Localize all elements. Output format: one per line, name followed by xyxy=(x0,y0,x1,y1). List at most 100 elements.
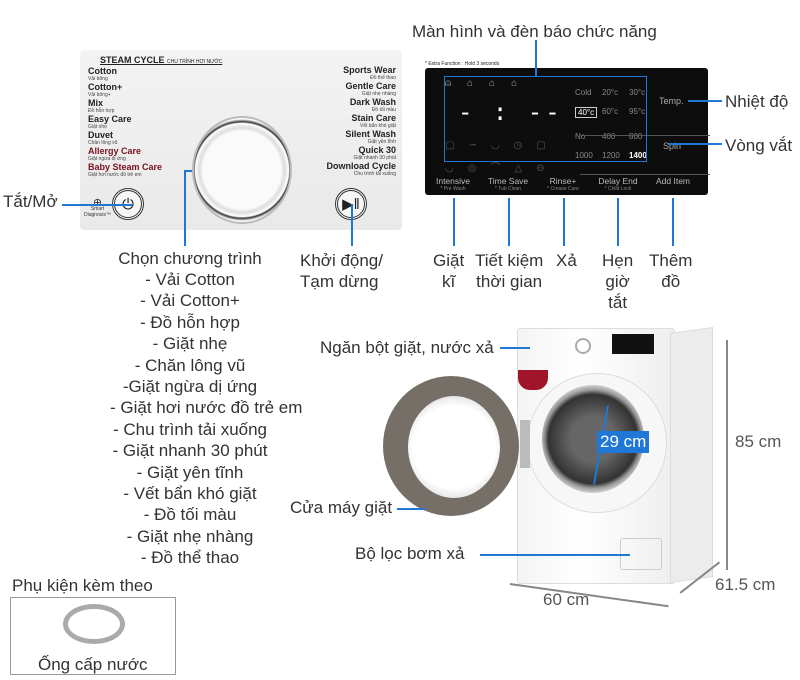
power-callout: Tắt/Mở xyxy=(3,192,58,211)
program-name: Dark Wash xyxy=(349,97,396,107)
program-name-vn: Giặt nhanh 30 phút xyxy=(353,155,396,161)
program-name: Silent Wash xyxy=(345,129,396,139)
smart-diagnosis-icon: ⊕ xyxy=(92,197,103,209)
program-list-item: - Vết bẩn khó giặt xyxy=(123,484,257,504)
program-list-item: - Đồ thể thao xyxy=(140,548,240,568)
spin-option: 400 xyxy=(602,132,616,141)
display-highlight xyxy=(444,76,647,162)
program-label-left[interactable]: Cotton+Vải bông+ xyxy=(88,82,123,99)
program-list-item: - Chăn lông vũ xyxy=(134,355,246,375)
steam-cycle-label: STEAM CYCLE xyxy=(100,55,165,65)
program-list-item: - Vải Cotton+ xyxy=(140,291,240,311)
program-name-vn: Giặt nhẹ nhàng xyxy=(361,91,396,97)
temp-option: 40°c xyxy=(575,107,598,118)
time-display: - : -- xyxy=(458,98,563,126)
spin-option: No xyxy=(575,132,586,141)
program-name-vn: Đồ thể thao xyxy=(370,75,396,81)
lock-icons: ◡◎⌒△⊖ xyxy=(445,163,559,174)
spin-option: 1000 xyxy=(575,151,593,160)
program-name: Quick 30 xyxy=(358,145,396,155)
temp-option: 20°c xyxy=(602,88,619,97)
spin-option: 1200 xyxy=(602,151,620,160)
program-title: Chọn chương trình xyxy=(118,249,262,268)
display-button[interactable]: Time Save* Tub Clean xyxy=(485,176,531,192)
program-list-item: - Giặt nhanh 30 phút xyxy=(112,441,268,461)
delay-callout: Hẹn giờ tắt xyxy=(602,251,634,312)
temp-option: 30°c xyxy=(629,88,646,97)
smart-diagnosis: ⊕Smart Diagnosis™ xyxy=(84,197,111,219)
door-callout: Cửa máy giặt xyxy=(290,498,393,517)
intensive-callout: Giặt kĩ xyxy=(433,251,465,291)
program-dial[interactable] xyxy=(192,116,292,224)
display-button[interactable]: Intensive* Pre Wash xyxy=(430,176,476,192)
program-name: Download Cycle xyxy=(326,161,396,171)
spin-option: 800 xyxy=(629,132,643,141)
button-label: Rinse+ xyxy=(549,176,577,186)
program-name: Easy Care xyxy=(88,114,132,124)
button-sublabel: * Child Lock xyxy=(604,186,632,192)
program-list-item: - Giặt yên tĩnh xyxy=(136,462,244,482)
timesave-callout: Tiết kiệm thời gian xyxy=(475,251,544,291)
program-name-vn: Chu trình tải xuống xyxy=(353,171,396,177)
program-list-item: - Giặt nhẹ xyxy=(152,334,228,354)
temp-callout: Nhiệt độ xyxy=(725,92,789,111)
play-pause-icon: ▶‖ xyxy=(342,195,360,213)
program-name: Stain Care xyxy=(351,113,396,123)
display-button[interactable]: Add Item xyxy=(650,176,696,186)
program-list-item: -Giặt ngừa dị ứng xyxy=(122,377,258,397)
height-dimension-line xyxy=(726,340,728,570)
drum-diameter-label: 29 cm xyxy=(597,431,650,453)
display-callout: Màn hình và đèn báo chức năng xyxy=(412,22,657,41)
spin-callout: Vòng vắt xyxy=(725,136,793,155)
button-label: Add Item xyxy=(655,176,691,186)
display-button[interactable]: Rinse+* Crease Care xyxy=(540,176,586,192)
program-name: Sports Wear xyxy=(343,65,396,75)
rinse-callout: Xả xyxy=(556,251,577,270)
program-name: Mix xyxy=(88,98,104,108)
program-name-vn: Vải bông xyxy=(88,76,108,82)
extra-function-note: * Extra Function : Hold 3 seconds xyxy=(425,61,500,67)
accessory-title: Phụ kiện kèm theo xyxy=(12,576,153,595)
program-name-vn: Vết bẩn khó giặt xyxy=(359,123,396,129)
program-list-item: - Đồ tối màu xyxy=(143,505,237,525)
program-list-item: - Giặt hơi nước đồ trẻ em xyxy=(110,398,303,418)
temp-button[interactable]: Temp. xyxy=(659,96,684,106)
display-button[interactable]: Delay End* Child Lock xyxy=(595,176,641,192)
program-name: Gentle Care xyxy=(345,81,396,91)
height-label: 85 cm xyxy=(735,432,782,451)
additem-callout: Thêm đồ xyxy=(649,251,693,291)
filter-callout: Bộ lọc bơm xả xyxy=(355,544,465,563)
program-name: Allergy Care xyxy=(88,146,142,156)
depth-label: 61.5 cm xyxy=(715,575,776,594)
program-list-item: - Vải Cotton xyxy=(145,270,235,289)
spin-option: 1400 xyxy=(629,151,647,160)
program-list-item: - Chu trình tải xuống xyxy=(112,419,268,439)
option-icons: ▢∽◡◷▢ xyxy=(445,140,560,151)
button-sublabel: * Tub Clean xyxy=(494,186,522,192)
program-name-vn: Giặt yên tĩnh xyxy=(367,139,396,145)
status-icons: ⍝⌂⌂⌂ xyxy=(445,78,534,89)
button-sublabel: * Crease Care xyxy=(547,186,579,192)
button-label: Time Save xyxy=(487,176,529,186)
program-name-vn: Đồ hỗn hợp xyxy=(88,108,115,114)
program-name-vn: Chăn lông vũ xyxy=(88,140,118,146)
temp-option: Cold xyxy=(575,88,592,97)
spin-button[interactable]: Spin xyxy=(663,141,682,151)
program-name-vn: Đồ tối màu xyxy=(371,107,396,113)
width-label: 60 cm xyxy=(543,590,590,609)
program-name: Cotton+ xyxy=(88,82,123,92)
